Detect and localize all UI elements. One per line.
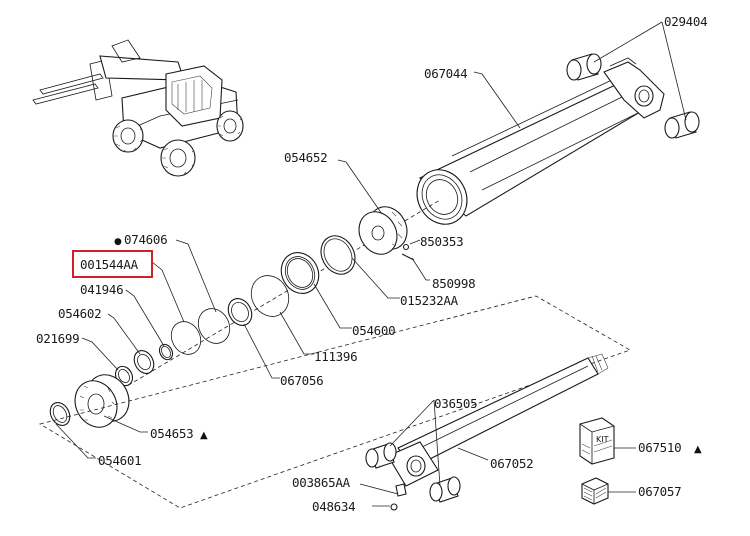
machine-wheel-rear [216, 110, 244, 142]
ring-111396[interactable] [244, 269, 296, 323]
label-054653[interactable]: 054653 [150, 426, 194, 441]
seal-054600[interactable] [274, 246, 326, 300]
label-003865AA[interactable]: 003865AA [292, 475, 351, 490]
label-067510[interactable]: 067510 [638, 440, 682, 455]
kit-box-text: KIT [596, 435, 609, 444]
piston-rod-067052[interactable] [387, 353, 609, 487]
label-111396[interactable]: 111396 [314, 349, 358, 364]
label-054652[interactable]: 054652 [284, 150, 328, 165]
label-067057[interactable]: 067057 [638, 484, 682, 499]
wear-ring-067056[interactable] [224, 294, 257, 329]
triangle-symbol-054653: ▲ [200, 430, 208, 441]
kit-cube-067057[interactable] [581, 477, 609, 505]
ring-054602[interactable] [130, 347, 157, 377]
label-015232AA[interactable]: 015232AA [400, 293, 459, 308]
label-054600[interactable]: 054600 [352, 323, 396, 338]
dot-symbol-074606: ● [114, 237, 122, 247]
cylinder-tube[interactable] [408, 57, 665, 233]
grease-nipple-003865AA[interactable] [395, 483, 407, 497]
label-054601[interactable]: 054601 [98, 453, 142, 468]
bushing-029404-top[interactable] [566, 53, 602, 81]
gland-nut-054653[interactable] [67, 367, 137, 434]
ring-015232AA[interactable] [314, 230, 361, 280]
label-054602[interactable]: 054602 [58, 306, 102, 321]
seal-kit-box-067510[interactable]: KIT [579, 417, 615, 465]
bushing-036505-left[interactable] [365, 442, 397, 469]
triangle-symbol-067510: ▲ [694, 444, 702, 455]
highlight-box-001544AA [72, 250, 153, 278]
label-029404[interactable]: 029404 [664, 14, 708, 29]
label-850998[interactable]: 850998 [432, 276, 476, 291]
screw-850998[interactable] [401, 253, 415, 261]
label-041946[interactable]: 041946 [80, 282, 124, 297]
screw-048634[interactable] [390, 503, 398, 511]
ring-054601[interactable] [46, 399, 73, 429]
ring-074606[interactable] [192, 303, 235, 349]
machine-wheel-front-left [112, 119, 144, 153]
part-labels: 029404 067044 054652 ● 074606 001544AA 8… [36, 14, 708, 514]
machine-wheel-front-right [160, 139, 196, 177]
label-850353[interactable]: 850353 [420, 234, 464, 249]
bushing-036505-right[interactable] [429, 476, 461, 503]
ring-001544AA[interactable] [166, 316, 207, 359]
piston-054652[interactable] [352, 200, 414, 261]
label-048634[interactable]: 048634 [312, 499, 356, 514]
telehandler-machine-illustration [32, 39, 244, 177]
label-036505[interactable]: 036505 [434, 396, 478, 411]
label-074606[interactable]: 074606 [124, 232, 168, 247]
label-067052[interactable]: 067052 [490, 456, 534, 471]
ball-850353[interactable] [402, 243, 410, 251]
label-001544AA[interactable]: 001544AA [80, 257, 139, 272]
ring-041946[interactable] [157, 342, 175, 362]
leader-lines [55, 21, 687, 507]
label-067044[interactable]: 067044 [424, 66, 468, 81]
label-067056[interactable]: 067056 [280, 373, 324, 388]
label-021699[interactable]: 021699 [36, 331, 80, 346]
bushing-029404-bottom[interactable] [664, 111, 700, 139]
